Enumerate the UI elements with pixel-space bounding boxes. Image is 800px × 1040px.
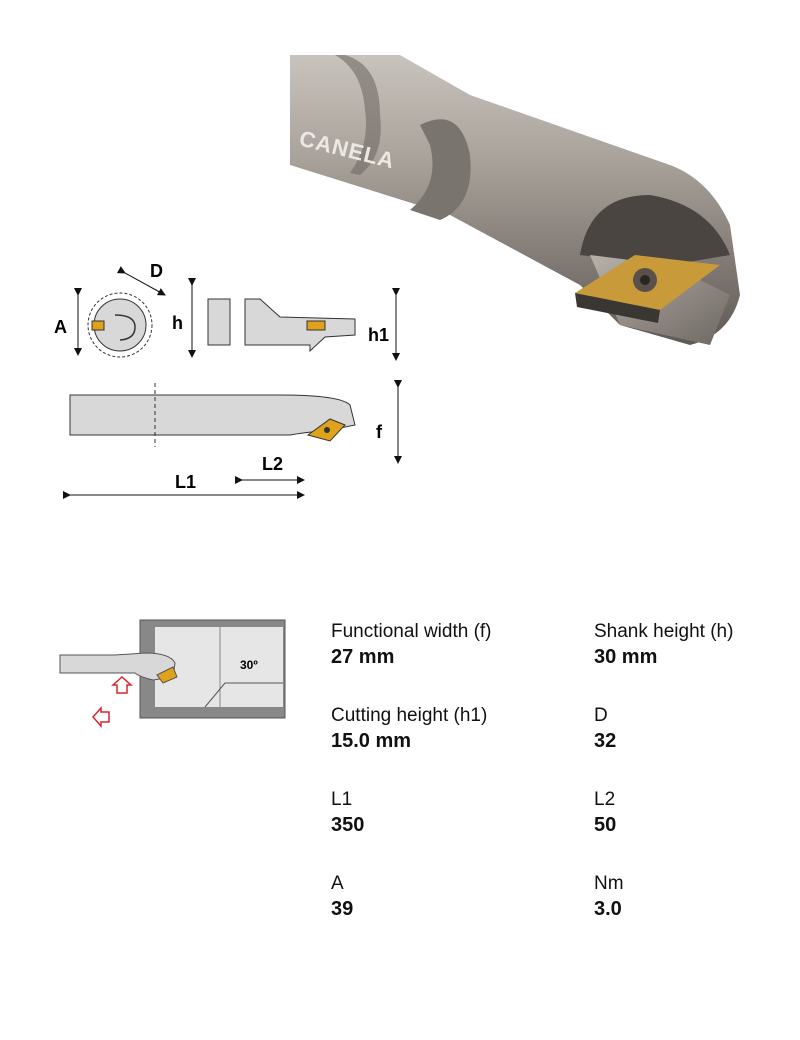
spec-value: 32 xyxy=(594,730,617,752)
spec-label: A xyxy=(331,873,344,894)
label-D: D xyxy=(150,261,163,281)
side-view: h h1 xyxy=(172,278,400,361)
spec-nm: Nm 3.0 xyxy=(594,872,794,922)
boring-operation-diagram: 30º xyxy=(59,619,286,728)
spec-value: 30 mm xyxy=(594,646,658,668)
label-L1: L1 xyxy=(175,472,196,492)
spec-label: Functional width (f) xyxy=(331,621,492,642)
top-view: f L2 L1 xyxy=(63,380,402,499)
spec-value: 15.0 mm xyxy=(331,730,412,752)
spec-label: Shank height (h) xyxy=(594,621,734,642)
spec-shank-height: Shank height (h) 30 mm xyxy=(594,620,794,670)
feed-arrow-left-icon xyxy=(91,706,110,728)
label-h: h xyxy=(172,313,183,333)
spec-d: D 32 xyxy=(594,704,794,754)
spec-value: 3.0 xyxy=(594,898,622,920)
spec-value: 27 mm xyxy=(331,646,395,668)
label-L2: L2 xyxy=(262,454,283,474)
technical-drawing: A D h h1 f L2 L1 xyxy=(54,261,402,499)
label-A: A xyxy=(54,317,67,337)
carbide-insert xyxy=(575,255,720,323)
spec-a: A 39 xyxy=(331,872,561,922)
label-h1: h1 xyxy=(368,325,389,345)
spec-label: Nm xyxy=(594,873,624,894)
spec-label: L2 xyxy=(594,789,616,810)
spec-cutting-height: Cutting height (h1) 15.0 mm xyxy=(331,704,561,754)
spec-value: 350 xyxy=(331,814,365,836)
spec-functional-width: Functional width (f) 27 mm xyxy=(331,620,561,670)
spec-label: Cutting height (h1) xyxy=(331,705,488,726)
spec-value: 39 xyxy=(331,898,354,920)
label-f: f xyxy=(376,422,383,442)
spec-l1: L1 350 xyxy=(331,788,561,838)
spec-label: D xyxy=(594,705,608,726)
feed-arrow-up-icon xyxy=(111,675,133,694)
end-view: A D xyxy=(54,261,166,358)
spec-value: 50 xyxy=(594,814,617,836)
product-photo: CANELA xyxy=(290,55,740,345)
spec-label: L1 xyxy=(331,789,353,810)
angle-label: 30º xyxy=(240,658,258,672)
spec-l2: L2 50 xyxy=(594,788,794,838)
